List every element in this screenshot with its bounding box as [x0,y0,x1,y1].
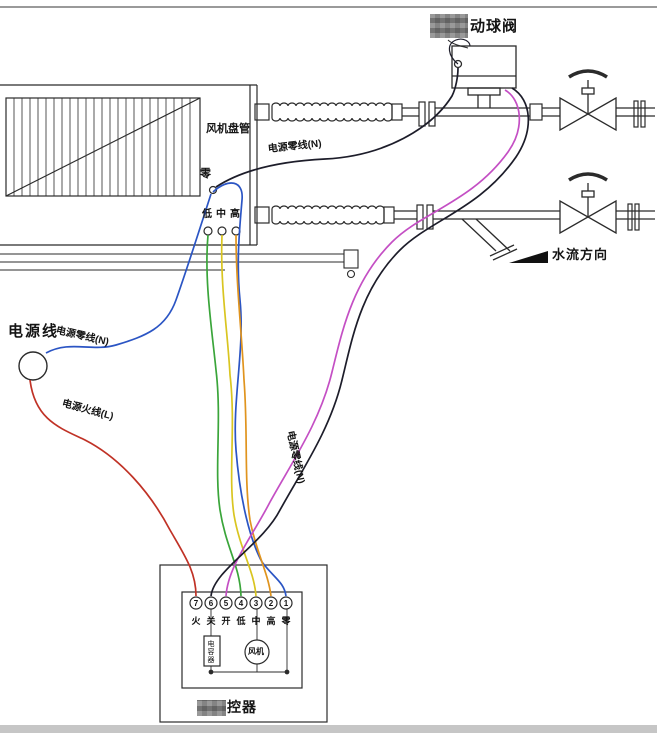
ball-valve-label: 动球阀 [470,18,519,35]
gate-valve-bottom [559,172,617,235]
wire-power-neutral [45,193,212,354]
wiring [29,38,530,597]
coil-diagonal [5,97,201,197]
fan-coil-label: 风机盘管 [206,123,250,135]
controller-label: 控器 [227,699,257,715]
wire-valve-neutral-down [210,87,530,597]
terminal-name-live: 火 [191,616,201,626]
terminal-low [203,226,213,236]
union-fitting [416,204,424,230]
speed-low-label: 低 [202,209,212,220]
speed-high-label: 高 [230,209,240,220]
drain-outlet [346,269,356,279]
terminal-number-3: 3 [253,599,259,608]
fan-coil-unit [0,84,258,246]
supply-pipe [254,100,655,128]
capacitor-box [203,635,221,667]
terminal-name-low: 低 [236,616,246,626]
terminal-name-close: 关 [206,616,216,626]
flange [633,100,639,128]
water-flow-label: 水流方向 [552,247,609,262]
flex-hose [271,102,393,107]
terminal-number-4: 4 [238,599,244,608]
pipe-fitting [529,103,543,121]
wire-live [29,379,197,597]
wire-valve-hook [448,38,471,65]
return-pipe [254,203,655,231]
power-line-label: 电源线 [8,323,60,340]
terminal-name-high: 高 [266,616,276,626]
wire-neutral-to-valve [215,67,459,188]
terminal-mid [217,226,227,236]
gate-valve-top [559,69,617,132]
terminal-name-zero: 零 [281,616,291,626]
terminal-number-1: 1 [283,599,289,608]
hose-fitting [383,206,395,224]
speed-mid-label: 中 [216,209,226,220]
fan-motor-label: 风机 [248,647,264,656]
terminal-number-5: 5 [223,599,229,608]
terminal-number-2: 2 [268,599,274,608]
wire-fan-high [235,234,272,597]
wire-valve-control [225,89,521,597]
controller-inner-box [181,591,303,689]
hose-fitting [254,206,270,224]
y-strainer [461,218,518,261]
terminal-number-7: 7 [193,599,199,608]
label-leader [447,39,469,49]
power-source [18,351,48,381]
drain-fitting [343,249,359,269]
flex-hose [271,205,385,210]
terminal-name-mid: 中 [251,616,261,626]
wire-fan-low [206,234,242,597]
union-fitting [418,101,426,127]
blurred-text-block [197,700,226,716]
flange [634,203,640,231]
wire-fan-mid [220,234,257,597]
thermostat-controller [159,564,328,723]
flange [640,100,646,128]
coil-hatch-lines [13,98,191,196]
flange [627,203,633,231]
controller-outer-box [159,564,328,723]
terminal-name-open: 开 [221,616,231,626]
hose-fitting [254,103,270,121]
hose-fitting [391,103,403,121]
handwheel [568,172,608,182]
flow-arrow [509,251,548,263]
zero-terminal-label: 零 [200,168,211,180]
terminal-number-6: 6 [208,599,214,608]
ball-valve [447,39,517,108]
coil-hatch-box [5,97,201,197]
handwheel [568,69,608,79]
bottom-border [0,725,657,733]
capacitor-label: 电容器 [207,640,214,664]
drain-pan [0,249,359,279]
union-fitting [428,101,436,127]
blurred-text-block [430,14,468,38]
controller-internal-wires [210,609,288,673]
valve-wire-terminal [453,59,463,69]
